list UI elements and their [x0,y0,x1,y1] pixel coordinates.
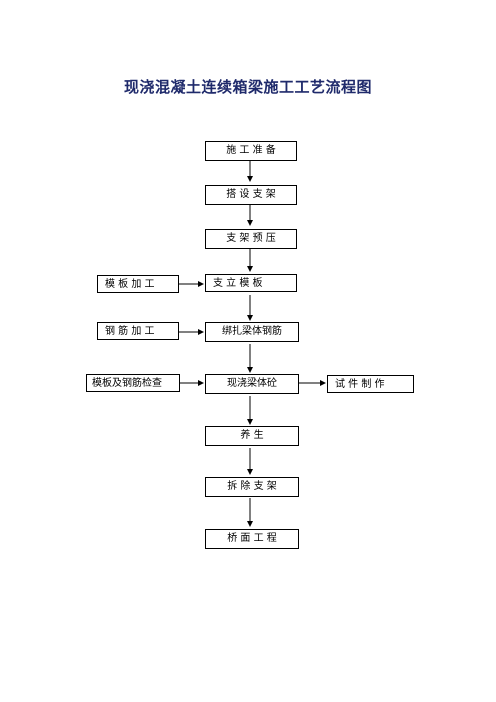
step-bind-rebar: 绑扎梁体钢筋 [205,322,299,342]
side-formwork-rebar-inspection: 模板及钢筋检查 [86,374,180,392]
step-cast-concrete: 现浇梁体砼 [205,374,299,394]
side-rebar-processing: 钢 筋 加 工 [97,322,179,340]
side-formwork-processing: 模 板 加 工 [97,275,179,293]
step-preparation: 施 工 准 备 [205,141,297,161]
diagram-title: 现浇混凝土连续箱梁施工工艺流程图 [123,78,372,96]
side-specimen-making: 试 件 制 作 [327,375,414,393]
step-remove-support: 拆 除 支 架 [205,477,299,497]
step-bridge-deck: 桥 面 工 程 [205,529,299,549]
step-curing: 养 生 [205,426,299,446]
step-preload-support: 支 架 预 压 [205,229,297,249]
step-set-formwork: 支 立 模 板 [205,274,297,292]
step-erect-support: 搭 设 支 架 [205,185,297,205]
